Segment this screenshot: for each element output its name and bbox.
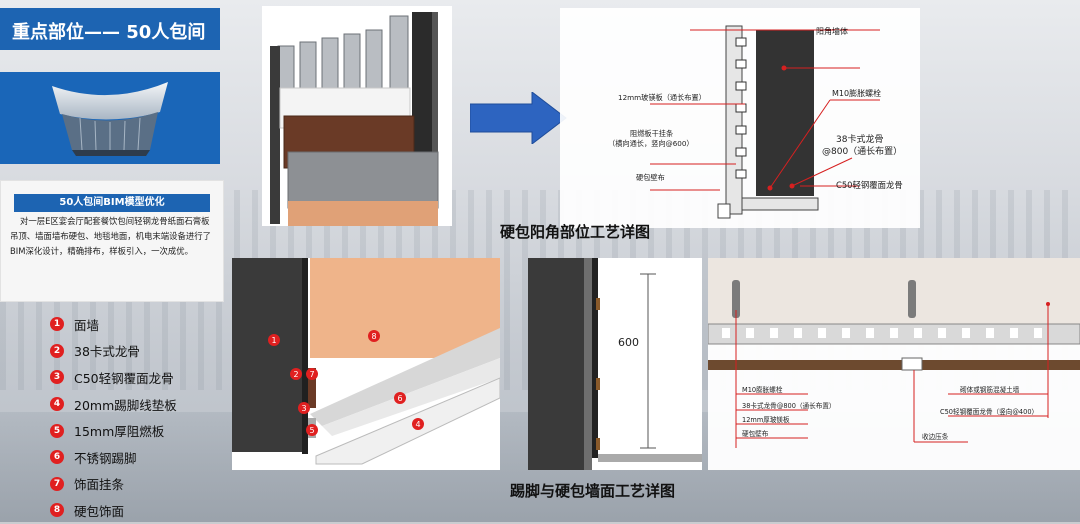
legend-label: 不锈钢踢脚 [74, 450, 137, 466]
legend-label: 硬包饰面 [74, 503, 125, 519]
label-hanger-2: （横向通长，竖向@600） [608, 139, 694, 148]
legend-number: 7 [50, 476, 64, 491]
label-hanger-1: 阻燃板干挂条 [630, 129, 673, 138]
label-d3-fabric: 硬包壁布 [742, 429, 769, 438]
legend-label: 20mm踢脚线垫板 [74, 397, 177, 413]
page-title-box: 重点部位—— 50人包间 [0, 8, 220, 50]
legend-number: 1 [50, 317, 64, 332]
description-text: 对一层E区宴会厅配套餐饮包间轻钢龙骨纸面石膏板吊顶、墙面墙布硬包、地毯地面，机电… [10, 216, 211, 256]
legend-item: 4 20mm踢脚线垫板 [50, 391, 177, 418]
label-d3-bolt: M10膨胀螺栓 [742, 385, 783, 394]
building-thumbnail [0, 72, 220, 164]
building-model-image [0, 72, 220, 164]
legend-item: 6 不锈钢踢脚 [50, 444, 177, 471]
label-c50: C50轻钢覆面龙骨 [836, 180, 903, 190]
legend-number: 2 [50, 343, 64, 358]
marker-8: 8 [371, 332, 376, 341]
layered-wall-3d-model [262, 6, 452, 226]
marker-1: 1 [271, 336, 276, 345]
marker-4: 4 [415, 420, 420, 429]
flow-arrow [470, 92, 567, 144]
skirting-section-drawing: 600 [528, 258, 702, 470]
label-corner-wall: 阳角墙体 [816, 26, 848, 36]
legend-label: 面墙 [74, 317, 100, 333]
legend-label: 38卡式龙骨 [74, 344, 140, 360]
wall-section-drawing: M10膨胀螺栓 38卡式龙骨@800（通长布置） 12mm厚玻镁板 硬包壁布 砌… [708, 258, 1080, 470]
detail1-caption: 硬包阳角部位工艺详图 [500, 223, 651, 241]
callout-markers: 1 8 2 7 6 3 5 4 [268, 330, 424, 436]
label-fabric: 硬包壁布 [636, 173, 665, 182]
legend-label: 15mm厚阻燃板 [74, 424, 165, 440]
label-d3-board: 12mm厚玻镁板 [742, 415, 790, 424]
label-d3-c50: C50轻钢覆面龙骨（竖向@400） [940, 407, 1038, 416]
legend-number: 6 [50, 450, 64, 465]
marker-5: 5 [309, 426, 314, 435]
legend-item: 2 38卡式龙骨 [50, 338, 177, 365]
description-title: 50人包间BIM模型优化 [14, 194, 210, 212]
legend-number: 4 [50, 397, 64, 412]
label-board: 12mm玻镁板（通长布置） [618, 93, 706, 102]
label-d3-keel38: 38卡式龙骨@800（通长布置） [742, 401, 836, 410]
legend-number: 8 [50, 503, 64, 518]
legend-item: 3 C50轻钢覆面龙骨 [50, 364, 177, 391]
legend-label: 饰面挂条 [74, 477, 125, 493]
legend-item: 7 饰面挂条 [50, 471, 177, 498]
marker-3: 3 [301, 404, 306, 413]
label-d3-strip: 收边压条 [922, 432, 949, 441]
legend-item: 1 面墙 [50, 311, 177, 338]
skirting-3d-drawing: 1 8 2 7 6 3 5 4 [232, 258, 500, 470]
height-dimension: 600 [618, 336, 639, 349]
label-keel38-2: @800（通长布置） [822, 145, 902, 157]
legend-number: 5 [50, 423, 64, 438]
legend-label: C50轻钢覆面龙骨 [74, 370, 174, 386]
label-keel38-1: 38卡式龙骨 [836, 133, 883, 145]
detail2-caption: 踢脚与硬包墙面工艺详图 [510, 482, 676, 500]
corner-detail-drawing: 阳角墙体 M10膨胀螺栓 12mm玻镁板（通长布置） 阻燃板干挂条 （横向通长，… [560, 8, 920, 228]
legend-item: 8 硬包饰面 [50, 497, 177, 524]
legend-item: 5 15mm厚阻燃板 [50, 417, 177, 444]
legend-number: 3 [50, 370, 64, 385]
page-title: 重点部位—— 50人包间 [12, 22, 206, 43]
label-d3-wall: 砌体或钢筋混凝土墙 [960, 385, 1020, 394]
marker-7: 7 [309, 370, 314, 379]
material-legend: 1 面墙 2 38卡式龙骨 3 C50轻钢覆面龙骨 4 20mm踢脚线垫板 5 15mm厚… [50, 311, 177, 524]
marker-2: 2 [293, 370, 298, 379]
marker-6: 6 [397, 394, 402, 403]
label-bolt: M10膨胀螺栓 [832, 88, 881, 98]
